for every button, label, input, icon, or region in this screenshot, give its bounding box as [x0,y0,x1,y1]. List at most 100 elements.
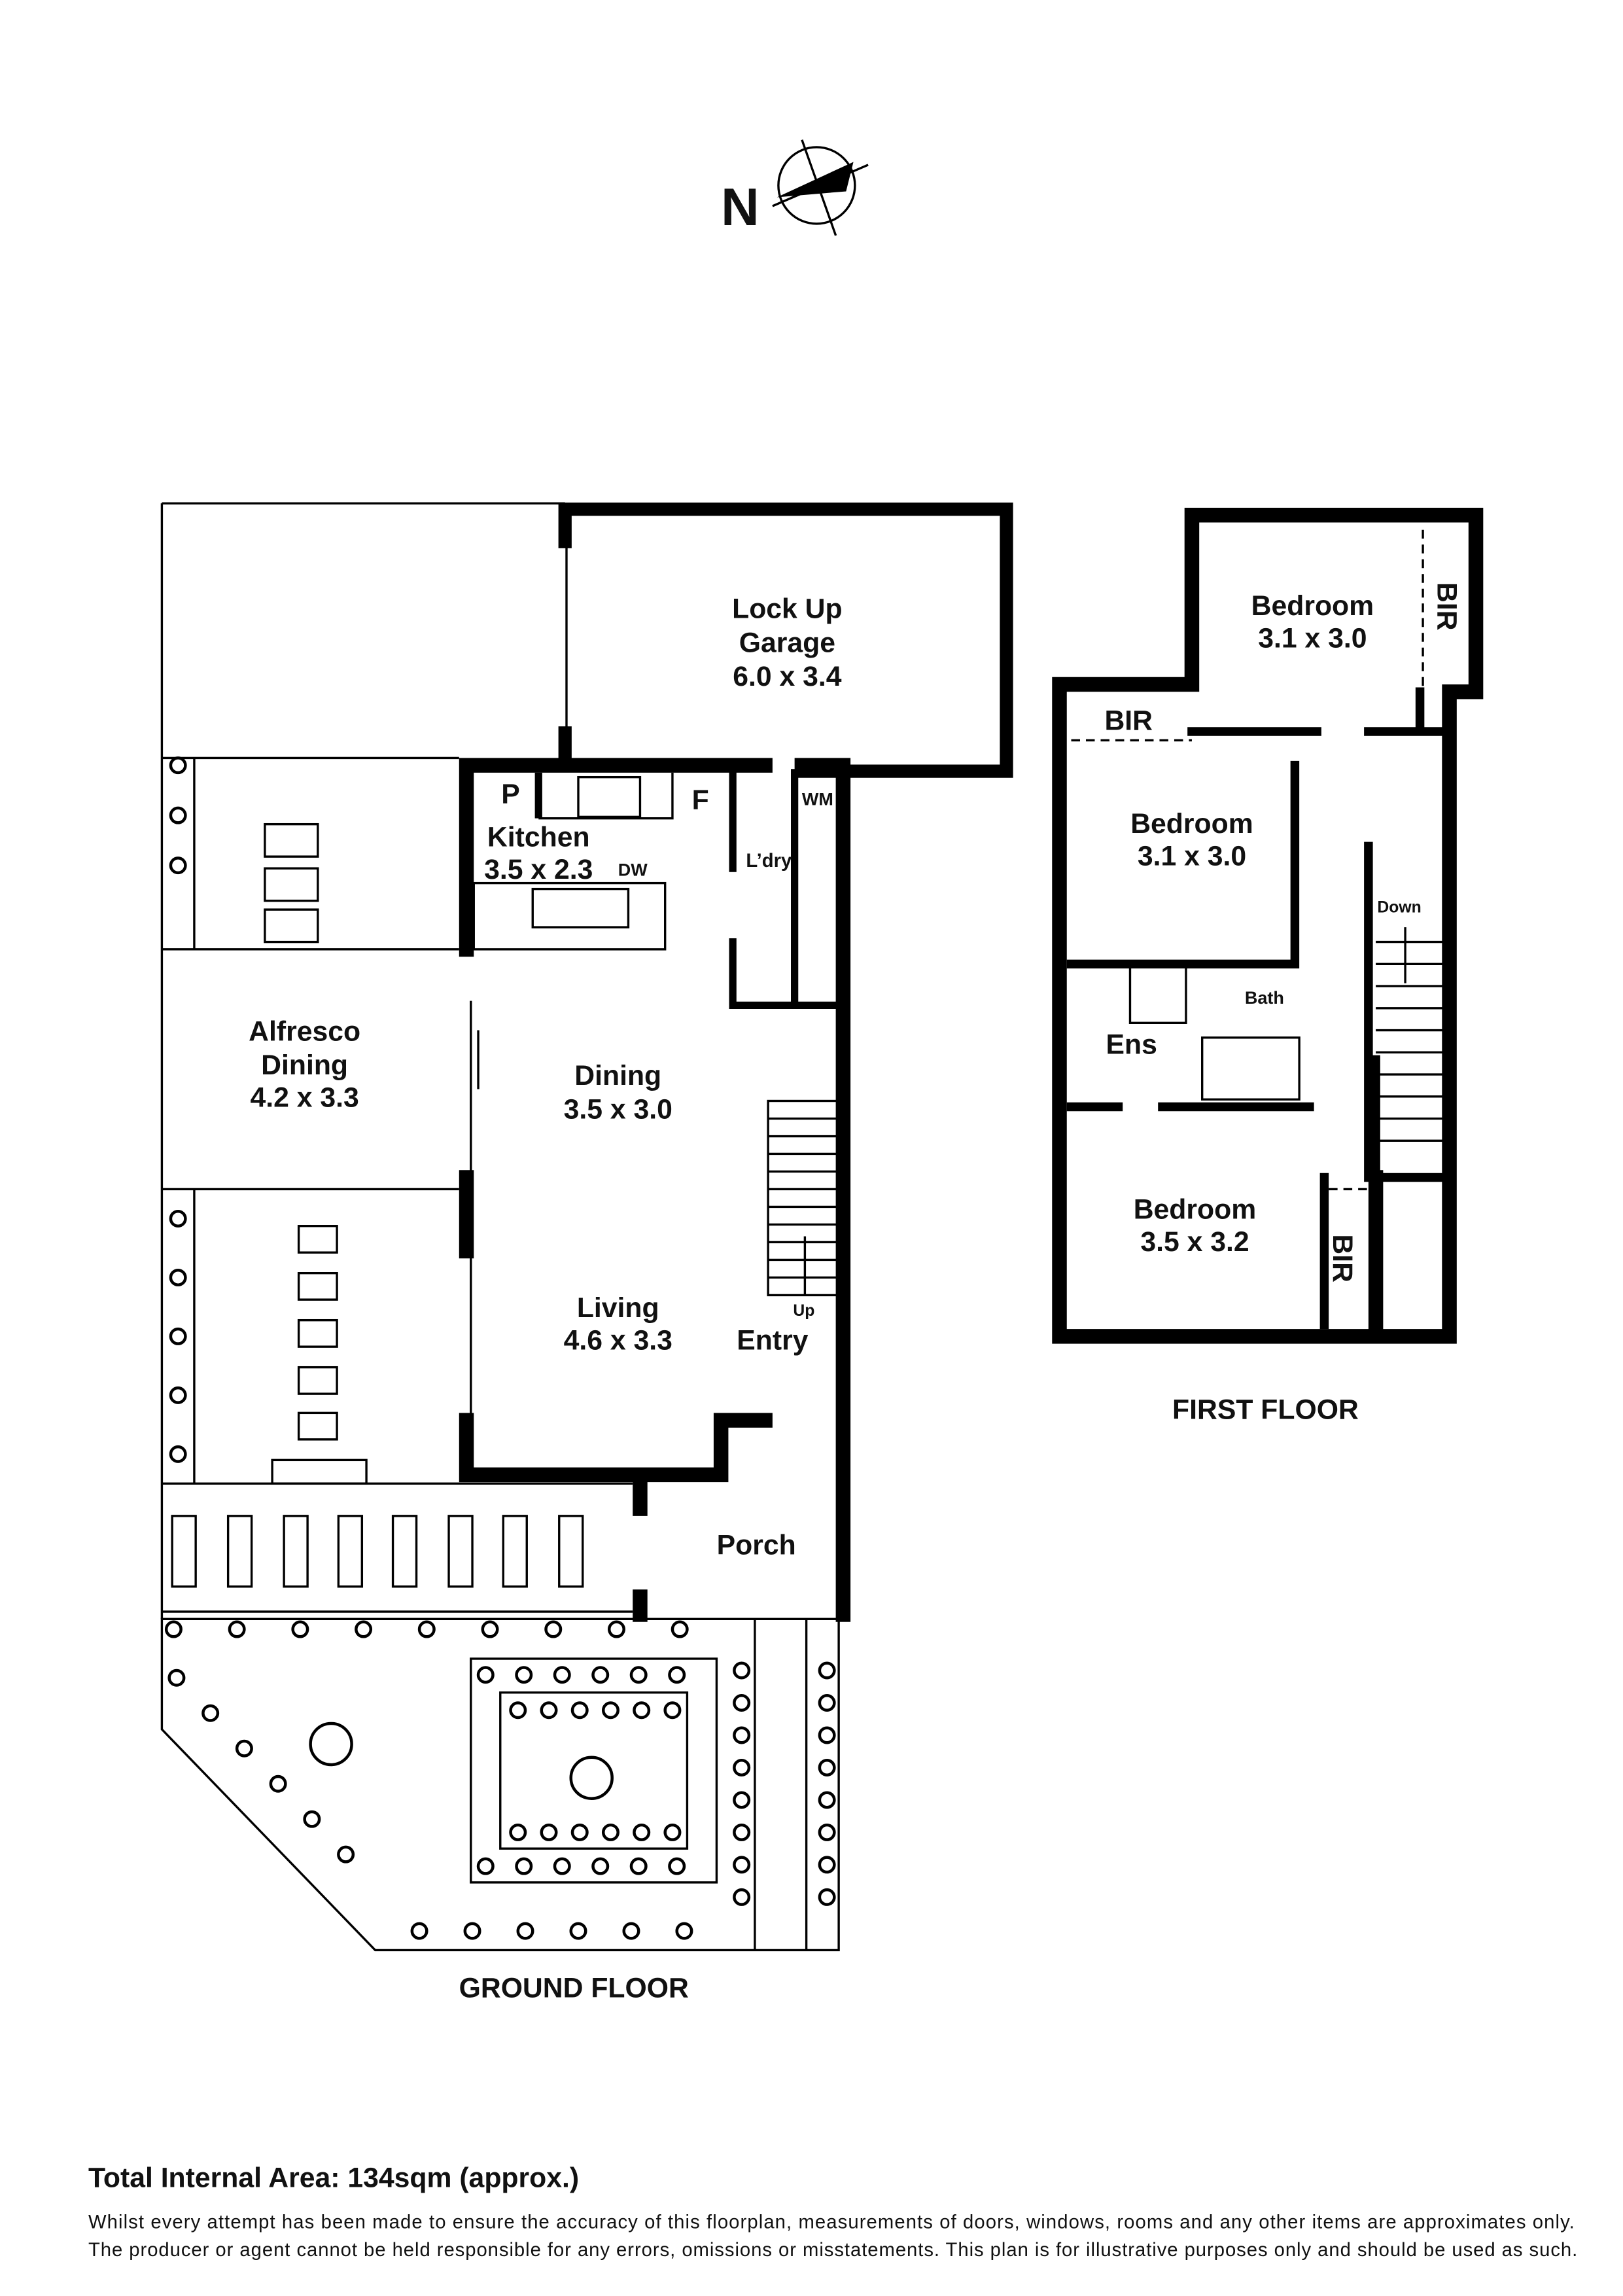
bedroom2-size: 3.1 x 3.0 [1138,841,1246,872]
shrub-icon [733,1693,751,1712]
shrub-icon [629,1857,648,1875]
bathtub-icon [1201,1036,1300,1101]
shrub-icon [818,1758,836,1776]
shrub-icon [629,1666,648,1684]
shrub-icon [355,1620,373,1638]
shrub-icon [553,1857,571,1875]
compass-arrow-icon [777,162,854,198]
shrub-icon [269,1775,287,1793]
shrub-icon [633,1701,651,1720]
disclaimer-line-2: The producer or agent cannot be held res… [88,2240,1577,2261]
shrub-icon [818,1888,836,1906]
bench [538,772,674,820]
shrub-icon [303,1810,321,1828]
shrub-icon [668,1666,686,1684]
compass-circle [777,146,856,225]
bedroom2-name: Bedroom [1130,808,1253,839]
shrub-icon [515,1666,533,1684]
total-area: Total Internal Area: 134sqm (approx.) [88,2163,579,2194]
shrub-icon [818,1693,836,1712]
shrub-icon [169,1445,187,1463]
shrub-icon [481,1620,499,1638]
shrub-icon [733,1856,751,1874]
dining-name: Dining [574,1060,661,1091]
shrub-icon [540,1823,558,1841]
garage-name-2: Garage [739,627,835,658]
shrub-icon [622,1922,640,1940]
shrub-icon [169,1268,187,1286]
alfresco-size: 4.2 x 3.3 [250,1082,358,1114]
first-floor-title: FIRST FLOOR [1172,1394,1359,1425]
shrub-icon [476,1666,495,1684]
first-floor-plan: Down Bedroom 3.1 x 3.0 Bedroom 3.1 x 3.0… [1052,508,1484,1425]
shrub-icon [169,1327,187,1345]
shrub-icon [463,1922,481,1940]
shrub-icon [544,1620,563,1638]
fridge-label: F [692,785,709,816]
shrub-icon [417,1620,436,1638]
cooktop-icon [577,775,642,819]
laundry-walls [729,769,843,1009]
shrub-icon [569,1922,587,1940]
alfresco-name-2: Dining [261,1050,348,1081]
stairs-up-label: Up [793,1302,814,1320]
washing-machine-label: WM [802,789,833,809]
shrub-icon [169,857,187,875]
bedroom1-size: 3.1 x 3.0 [1258,623,1367,654]
north-label: N [721,178,759,237]
sink-icon [531,887,630,928]
bir-label: BIR [1104,705,1153,737]
disclaimer-line-1: Whilst every attempt has been made to en… [88,2212,1575,2233]
ensuite-name: Ens [1106,1029,1157,1061]
stairs-down: Down [1376,899,1450,1142]
shrub-icon [570,1823,589,1841]
bedroom3-size: 3.5 x 3.2 [1140,1226,1249,1258]
bedroom1-name: Bedroom [1251,590,1374,622]
kitchen-size: 3.5 x 2.3 [484,854,593,885]
stairs-up: Up [767,1099,840,1320]
shrub-icon [671,1620,689,1638]
first-floor-interior-walls [1066,687,1454,1330]
shrub-icon [675,1922,693,1940]
dining-size: 3.5 x 3.0 [564,1094,672,1125]
ground-floor-plan: P F DW WM Kitchen 3.5 x 2.3 L’dry Up Loc… [160,502,1013,2004]
shrub-icon [818,1791,836,1809]
shrub-icon [509,1823,527,1841]
shrub-icon [164,1620,183,1638]
living-size: 4.6 x 3.3 [564,1325,672,1356]
shrub-icon [540,1701,558,1720]
garage-name: Lock Up [732,593,843,625]
entry-name: Entry [737,1325,808,1356]
shrub-icon [169,756,187,775]
shrub-icon [733,1888,751,1906]
front-garden [160,756,840,1952]
shrub-icon [818,1726,836,1744]
house-walls [459,758,851,1622]
first-floor-walls [1052,508,1484,1344]
shrub-icon [818,1856,836,1874]
shrub-icon [167,1669,186,1687]
stairs-down-label: Down [1377,899,1421,917]
garage-size: 6.0 x 3.4 [733,661,842,692]
site-lines [160,502,633,1619]
shrub-icon [570,1701,589,1720]
robe-lines [1071,514,1424,1191]
shrub-icon [201,1704,220,1722]
pavers [171,822,584,1588]
bir-label: BIR [1327,1234,1358,1282]
shrub-icon [733,1791,751,1809]
shrub-icon [633,1823,651,1841]
shrub-icon [601,1823,620,1841]
shrub-icon [607,1620,625,1638]
shrub-icon [509,1701,527,1720]
shrub-icon [169,1386,187,1404]
laundry-label: L’dry [746,851,792,872]
shrub-icon [235,1739,253,1757]
shrub-icon [668,1857,686,1875]
shrub-icon [337,1845,355,1863]
shrub-icon [733,1661,751,1680]
shrub-icon [228,1620,246,1638]
windows [470,1000,480,1421]
pantry-label: P [501,779,520,810]
